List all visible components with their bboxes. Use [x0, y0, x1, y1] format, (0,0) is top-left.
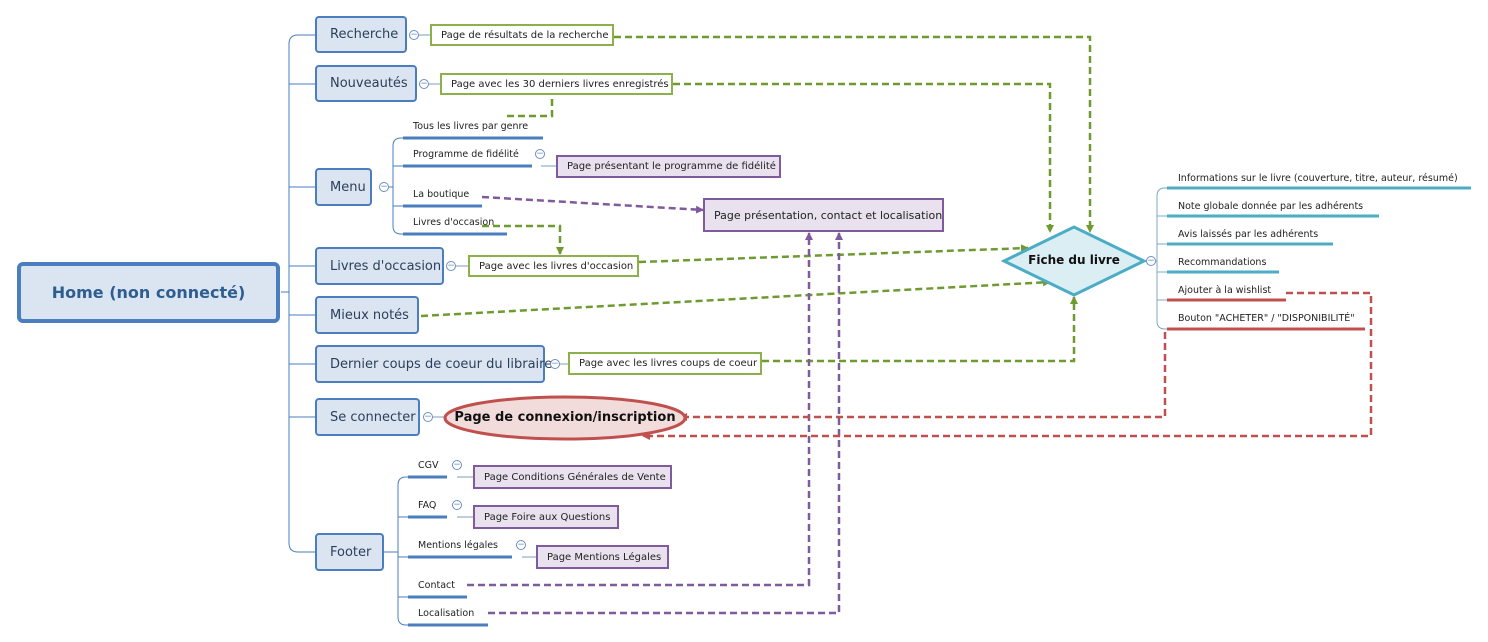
fiche-detail-informations[interactable]: Informations sur le livre (couverture, t… [1178, 173, 1458, 184]
page-presentation-contact[interactable]: Page présentation, contact et localisati… [703, 198, 944, 232]
footer-branch-lines [384, 476, 408, 626]
topic-coups-de-coeur[interactable]: Dernier coups de coeur du libraire [315, 345, 552, 383]
page-trente-derniers[interactable]: Page avec les 30 derniers livres enregis… [440, 73, 673, 95]
fiche-detail-recommandations[interactable]: Recommandations [1178, 257, 1267, 268]
menu-item-la-boutique[interactable]: La boutique [413, 189, 470, 200]
collapse-mentions-button[interactable]: − [516, 540, 526, 550]
topic-menu[interactable]: Menu [315, 168, 372, 206]
fiche-detail-note-globale[interactable]: Note globale donnée par les adhérents [1178, 201, 1364, 212]
page-cgv[interactable]: Page Conditions Générales de Vente [473, 465, 672, 489]
collapse-faq-button[interactable]: − [452, 500, 462, 510]
topic-recherche[interactable]: Recherche [315, 16, 407, 53]
footer-item-localisation[interactable]: Localisation [418, 608, 475, 619]
root-node-home[interactable]: Home (non connecté) [17, 262, 280, 323]
footer-item-faq[interactable]: FAQ [418, 500, 437, 511]
footer-item-cgv[interactable]: CGV [418, 460, 439, 471]
topic-livres-occasion[interactable]: Livres d'occasion [315, 247, 444, 285]
menu-item-livres-occasion[interactable]: Livres d'occasion [413, 217, 495, 228]
topic-nouveautes[interactable]: Nouveautés [315, 65, 417, 102]
collapse-nouveautes-button[interactable]: − [419, 79, 429, 89]
collapse-menu-button[interactable]: − [379, 182, 389, 192]
topic-mieux-notes[interactable]: Mieux notés [315, 296, 419, 334]
collapse-livres-occasion-button[interactable]: − [446, 261, 456, 271]
purple-dashed-arrows [467, 195, 843, 615]
red-dashed-arrows [642, 291, 1373, 440]
green-dashed-arrows [420, 35, 1094, 363]
fiche-detail-acheter[interactable]: Bouton "ACHETER" / "DISPONIBILITÉ" [1178, 313, 1355, 324]
page-coups-de-coeur[interactable]: Page avec les livres coups de coeur [568, 352, 762, 375]
topic-footer[interactable]: Footer [315, 533, 384, 571]
connexion-ellipse-shape [443, 395, 687, 441]
page-mentions[interactable]: Page Mentions Légales [536, 545, 669, 569]
fiche-detail-wishlist[interactable]: Ajouter à la wishlist [1178, 285, 1272, 296]
fiche-detail-underlines [1167, 186, 1471, 331]
fiche-du-livre[interactable]: Fiche du livre [1028, 253, 1120, 267]
collapse-se-connecter-button[interactable]: − [423, 412, 433, 422]
page-faq[interactable]: Page Foire aux Questions [473, 505, 619, 529]
fiche-detail-avis[interactable]: Avis laissés par les adhérents [1178, 229, 1319, 240]
page-livres-occasion[interactable]: Page avec les livres d'occasion [468, 255, 639, 277]
menu-underlines [403, 136, 543, 236]
menu-item-tous-les-livres[interactable]: Tous les livres par genre [413, 121, 529, 132]
page-connexion[interactable]: Page de connexion/inscription [454, 410, 676, 425]
root-trunk-lines [281, 34, 315, 553]
collapse-fiche-button[interactable]: − [1146, 256, 1156, 266]
footer-item-contact[interactable]: Contact [418, 580, 455, 591]
topic-se-connecter[interactable]: Se connecter [315, 398, 420, 436]
collapse-programme-fidelite-button[interactable]: − [535, 149, 545, 159]
collapse-coups-de-coeur-button[interactable]: − [550, 359, 560, 369]
collapse-cgv-button[interactable]: − [452, 460, 462, 470]
page-resultats-recherche[interactable]: Page de résultats de la recherche [430, 24, 614, 46]
footer-underlines [408, 475, 512, 627]
menu-item-programme-fidelite[interactable]: Programme de fidélité [413, 149, 519, 160]
footer-item-mentions[interactable]: Mentions légales [418, 540, 498, 551]
collapse-recherche-button[interactable]: − [409, 30, 419, 40]
page-programme-fidelite[interactable]: Page présentant le programme de fidélité [556, 155, 781, 178]
fiche-diamond-shape [1000, 225, 1148, 297]
